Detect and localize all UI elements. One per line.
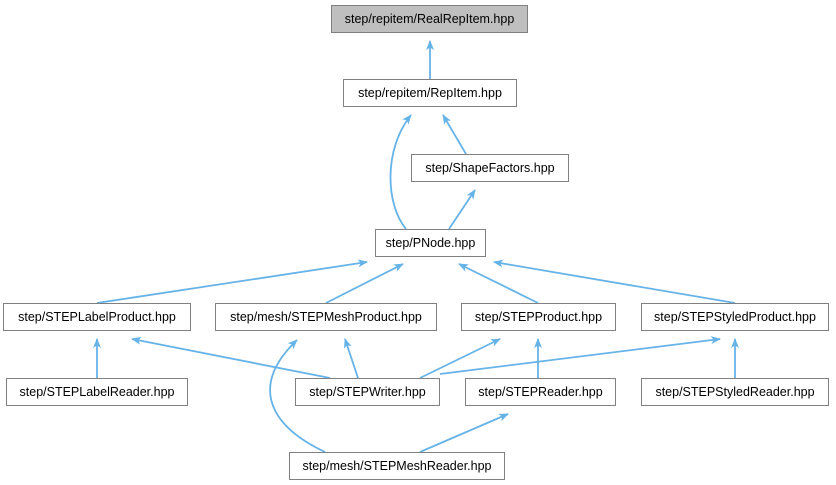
edge-stepwriter-to-steplabelproduct — [131, 336, 331, 379]
edge-shapefactors-to-repitem — [442, 114, 467, 155]
node-label-steplabelreader: step/STEPLabelReader.hpp — [19, 384, 175, 399]
edge-stepwriter-to-stepstyledproduct — [439, 336, 721, 375]
edge-pnode-to-repitem — [389, 114, 412, 230]
node-stepstyledreader[interactable]: step/STEPStyledReader.hpp — [641, 378, 829, 406]
node-pnode[interactable]: step/PNode.hpp — [375, 229, 486, 257]
node-stepwriter[interactable]: step/STEPWriter.hpp — [295, 378, 440, 406]
edge-stepmeshproduct-to-pnode — [325, 263, 404, 304]
edge-pnode-to-shapefactors — [448, 189, 476, 230]
edge-stepmeshreader-to-stepreader — [419, 413, 509, 453]
node-label-stepmeshreader: step/mesh/STEPMeshReader.hpp — [302, 458, 492, 473]
node-label-stepmeshproduct: step/mesh/STEPMeshProduct.hpp — [230, 309, 422, 324]
edge-steplabelproduct-to-pnode — [96, 259, 368, 304]
edge-group — [93, 40, 739, 453]
node-label-pnode: step/PNode.hpp — [385, 235, 476, 250]
node-stepreader[interactable]: step/STEPReader.hpp — [465, 378, 616, 406]
node-label-stepstyledreader: step/STEPStyledReader.hpp — [655, 384, 815, 399]
node-stepmeshproduct[interactable]: step/mesh/STEPMeshProduct.hpp — [215, 303, 437, 331]
node-label-stepwriter: step/STEPWriter.hpp — [309, 384, 426, 399]
edge-stepproduct-to-pnode — [458, 263, 539, 304]
node-label-stepstyledproduct: step/STEPStyledProduct.hpp — [654, 309, 816, 324]
node-stepstyledproduct[interactable]: step/STEPStyledProduct.hpp — [641, 303, 829, 331]
node-steplabelreader[interactable]: step/STEPLabelReader.hpp — [6, 378, 188, 406]
node-repitem[interactable]: step/repitem/RepItem.hpp — [343, 79, 517, 107]
node-label-shapefactors: step/ShapeFactors.hpp — [425, 160, 555, 175]
node-stepmeshreader[interactable]: step/mesh/STEPMeshReader.hpp — [289, 452, 505, 480]
node-steplabelproduct[interactable]: step/STEPLabelProduct.hpp — [3, 303, 191, 331]
edge-stepstyledproduct-to-pnode — [493, 259, 736, 304]
node-label-realrepitem: step/repitem/RealRepItem.hpp — [344, 11, 515, 26]
node-shapefactors[interactable]: step/ShapeFactors.hpp — [411, 154, 569, 182]
node-realrepitem[interactable]: step/repitem/RealRepItem.hpp — [331, 5, 528, 33]
edge-stepmeshreader-to-stepmeshproduct — [269, 339, 326, 453]
node-label-stepproduct: step/STEPProduct.hpp — [474, 309, 603, 324]
node-label-steplabelproduct: step/STEPLabelProduct.hpp — [18, 309, 176, 324]
node-label-stepreader: step/STEPReader.hpp — [478, 384, 603, 399]
node-label-repitem: step/repitem/RepItem.hpp — [358, 85, 502, 100]
edge-stepwriter-to-stepproduct — [419, 338, 501, 379]
node-stepproduct[interactable]: step/STEPProduct.hpp — [461, 303, 616, 331]
edge-stepwriter-to-stepmeshproduct — [344, 338, 359, 379]
